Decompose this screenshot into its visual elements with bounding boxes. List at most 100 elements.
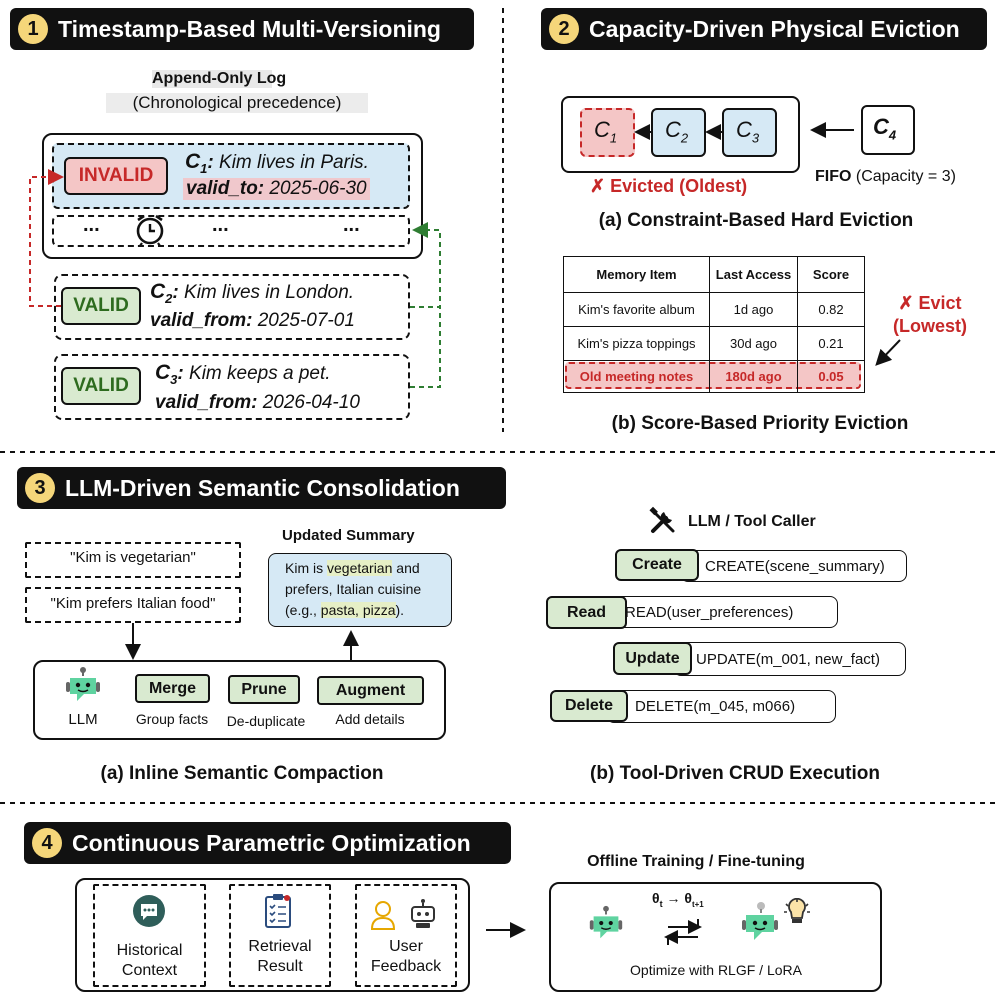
table-cell-r2-score: 0.21 — [798, 327, 864, 361]
delete-call: DELETE(m_045, m066) — [606, 690, 836, 723]
queue-item-c1 — [580, 108, 635, 157]
section4-banner: 4 Continuous Parametric Optimization — [24, 822, 511, 864]
source-3-label: User Feedback — [355, 937, 457, 977]
c2-date: 2025-07-01 — [257, 310, 355, 331]
tool-caller-title: LLM / Tool Caller — [688, 513, 816, 530]
score-table-grid: Memory Item Last Access Score Kim's favo… — [564, 257, 864, 392]
alarm-clock-icon — [136, 214, 164, 247]
fact-1-text: "Kim is vegetarian" — [70, 549, 196, 566]
summary-highlight-1: vegetarian — [327, 560, 393, 576]
read-call-text: READ(user_preferences) — [625, 603, 794, 621]
fifo-queue — [561, 96, 800, 173]
caption-3a: (a) Inline Semantic Compaction — [100, 763, 384, 784]
c2-status-badge: VALID — [61, 287, 141, 325]
table-row-evict-highlight — [565, 362, 861, 389]
c3-id: C — [155, 361, 171, 384]
table-cell-r1-access: 1d ago — [710, 293, 798, 327]
augment-desc: Add details — [335, 711, 405, 727]
c2-id: C — [150, 280, 166, 303]
c3-id-sub: 3 — [170, 371, 178, 387]
fact-box-1 — [25, 542, 241, 578]
source-2-label: Retrieval Result — [229, 937, 331, 977]
clipboard-checklist-icon — [265, 894, 291, 928]
summary-title: Updated Summary — [282, 527, 415, 544]
ellipsis-1: ... — [83, 214, 100, 236]
fifo-name: FIFO — [815, 168, 852, 185]
c1-q-sub: 1 — [609, 130, 618, 146]
theta-t1-sub: t+1 — [691, 899, 704, 909]
bot-improved-icon — [742, 898, 810, 940]
c2-field: valid_from: — [150, 310, 253, 331]
queue-item-c3 — [722, 108, 777, 157]
c1-validity: valid_to: 2025-06-30 — [183, 178, 370, 200]
queue-item-c2 — [651, 108, 706, 157]
optimize-label: Optimize with RLGF / LoRA — [630, 962, 802, 978]
c2-id-sub: 2 — [165, 290, 173, 306]
c3-status-badge: VALID — [61, 367, 141, 405]
chat-bubble-icon — [133, 895, 165, 927]
merge-op-label: Merge — [148, 679, 197, 697]
caption-2b: (b) Score-Based Priority Eviction — [611, 413, 909, 434]
fact-box-2 — [25, 587, 241, 623]
prune-desc: De-duplicate — [226, 713, 306, 729]
llm-label: LLM — [68, 711, 98, 728]
c4-q-id: C — [873, 114, 889, 139]
update-op: Update — [613, 642, 692, 675]
augment-op-label: Augment — [335, 681, 406, 699]
table-cell-r3-item: Old meeting notes — [564, 361, 710, 392]
source-2-line2: Result — [257, 958, 303, 975]
incoming-item-c4 — [861, 105, 915, 155]
llm-processor — [33, 660, 446, 740]
user-icon — [370, 901, 396, 930]
source-3-line1: User — [389, 938, 423, 955]
ellipsis-3: ... — [343, 214, 360, 236]
section3-number-badge: 3 — [25, 473, 55, 503]
fifo-label: FIFO (Capacity = 3) — [815, 168, 956, 186]
source-2-line1: Retrieval — [248, 938, 312, 955]
source-1-line2: Context — [121, 962, 178, 979]
c2-validity: valid_from: 2025-07-01 — [150, 310, 355, 332]
data-sources — [75, 878, 470, 992]
c1-date: 2025-06-30 — [269, 178, 367, 199]
c3-text: C3: Kim keeps a pet. — [155, 361, 331, 387]
delete-op: Delete — [550, 690, 628, 722]
ellipsis-2: ... — [212, 214, 229, 236]
c2-content: Kim lives in London. — [184, 282, 355, 303]
fact-2-text: "Kim prefers Italian food" — [50, 595, 216, 612]
summary-text: Kim is vegetarian and prefers, Italian c… — [285, 558, 450, 621]
c3-q-sub: 3 — [751, 130, 760, 146]
training-title: Offline Training / Fine-tuning — [587, 853, 805, 870]
tools-icon — [649, 506, 675, 533]
update-call-text: UPDATE(m_001, new_fact) — [696, 650, 880, 668]
c2-q-id: C — [665, 117, 681, 142]
prune-op: Prune — [228, 675, 300, 704]
prune-op-label: Prune — [241, 680, 287, 698]
read-op: Read — [546, 596, 627, 629]
create-call: CREATE(scene_summary) — [680, 550, 907, 582]
queue-label-c4: C4 — [873, 114, 896, 142]
create-op: Create — [615, 549, 699, 581]
theta-t-sub: t — [659, 898, 663, 909]
table-header-score: Score — [798, 257, 864, 293]
read-call: READ(user_preferences) — [600, 596, 838, 628]
table-cell-r2-item: Kim's pizza toppings — [564, 327, 710, 361]
read-op-label: Read — [566, 603, 607, 621]
log-subtitle: (Chronological precedence) — [106, 93, 368, 113]
table-cell-r2-access: 30d ago — [710, 327, 798, 361]
source-1-label: Historical Context — [93, 941, 206, 981]
queue-label-c2: C2 — [665, 117, 688, 145]
section1-connectors — [29, 169, 441, 388]
queue-label-c1: C1 — [594, 117, 617, 145]
score-table — [563, 256, 865, 393]
append-only-log — [42, 133, 423, 259]
caption-2a: (a) Constraint-Based Hard Eviction — [598, 210, 914, 231]
section1-title: Timestamp-Based Multi-Versioning — [58, 15, 441, 42]
queue-arrows — [634, 122, 854, 140]
source-historical-context — [93, 884, 206, 987]
section3-title: LLM-Driven Semantic Consolidation — [65, 474, 460, 501]
c2-record — [54, 274, 410, 340]
delete-call-text: DELETE(m_045, m066) — [635, 698, 796, 715]
summary-part4: (e.g., — [285, 602, 321, 618]
c3-id-colon: : — [177, 363, 184, 384]
